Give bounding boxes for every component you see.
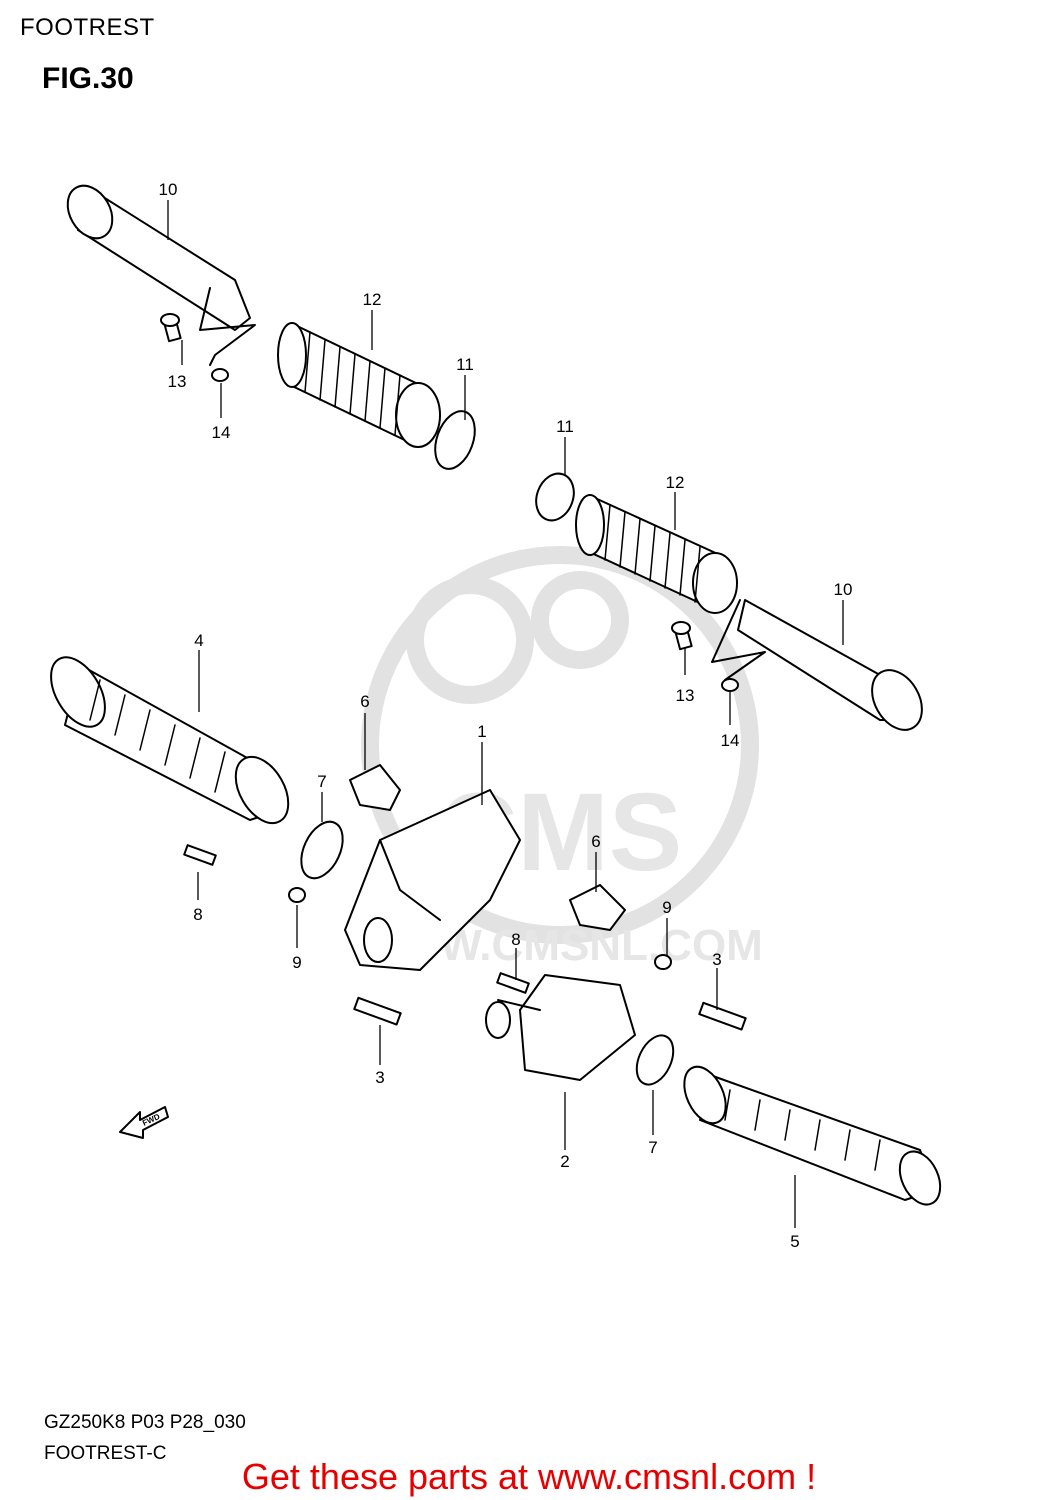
diagram-code: GZ250K8 P03 P28_030 <box>44 1412 246 1433</box>
bracket-1 <box>344 789 521 971</box>
callout-10-right: 10 <box>834 580 853 599</box>
callout-10-upper: 10 <box>159 180 178 199</box>
callout-labels: 10 12 11 13 14 11 12 10 13 14 4 6 1 7 6 … <box>159 180 853 1251</box>
callout-13-right: 13 <box>676 686 695 705</box>
callout-9-left: 9 <box>292 953 301 972</box>
footpeg-shaft-left <box>66 184 256 366</box>
footpeg-shaft-right <box>711 599 923 731</box>
bushing-6a <box>349 764 401 811</box>
callout-9-right: 9 <box>662 898 671 917</box>
fwd-arrow-icon <box>119 1106 169 1139</box>
ring-11-right <box>535 472 575 522</box>
watermark <box>361 546 759 944</box>
callout-7-right: 7 <box>648 1138 657 1157</box>
footpeg-4 <box>50 656 290 825</box>
callout-2: 2 <box>560 1152 569 1171</box>
plate-7b <box>635 1034 675 1086</box>
callout-12-upper: 12 <box>363 290 382 309</box>
callout-6-right: 6 <box>591 832 600 851</box>
figure-title: FIG.30 <box>42 62 134 95</box>
callout-7-left: 7 <box>317 772 326 791</box>
bolt-8a <box>183 844 217 866</box>
callout-5: 5 <box>790 1232 799 1251</box>
diagram-name: FOOTREST-C <box>44 1443 167 1464</box>
callout-3-left: 3 <box>375 1068 384 1087</box>
callout-8-right: 8 <box>511 930 520 949</box>
callout-13-upper: 13 <box>168 372 187 391</box>
callout-14-upper: 14 <box>212 423 231 442</box>
washer-14-right <box>721 678 739 692</box>
footpeg-rubber-left <box>277 322 441 448</box>
nut-9b <box>654 954 672 970</box>
bolt-13-right <box>671 621 693 651</box>
callout-4: 4 <box>194 631 203 650</box>
leader-lines <box>167 200 844 1228</box>
bolt-3a <box>353 996 402 1026</box>
footpeg-rubber-right <box>575 494 738 614</box>
callout-12-right: 12 <box>666 473 685 492</box>
bracket-2 <box>485 974 636 1081</box>
callout-11-upper: 11 <box>456 355 474 374</box>
callout-11-right: 11 <box>556 417 574 436</box>
bolt-3b <box>698 1001 747 1031</box>
callout-3-right: 3 <box>712 950 721 969</box>
callout-6-left: 6 <box>360 692 369 711</box>
callout-14-right: 14 <box>721 731 740 750</box>
cta-link[interactable]: Get these parts at www.cmsnl.com ! <box>241 1456 817 1497</box>
bushing-6b <box>569 884 626 931</box>
nut-9a <box>288 887 306 903</box>
page-header: FOOTREST <box>20 14 155 41</box>
callout-1: 1 <box>477 722 486 741</box>
bolt-8b <box>496 972 530 994</box>
washer-14-left <box>211 368 229 382</box>
plate-7a <box>300 820 344 880</box>
footpeg-5 <box>683 1065 942 1206</box>
bolt-13-left <box>160 313 182 343</box>
callout-8-left: 8 <box>193 905 202 924</box>
